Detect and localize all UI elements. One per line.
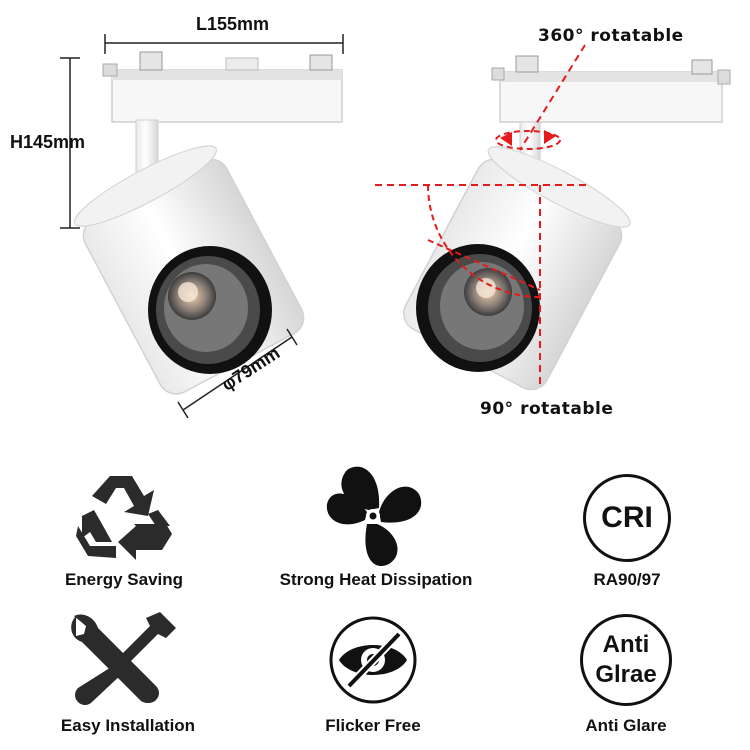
- heat-dissipation-label: Strong Heat Dissipation: [279, 570, 473, 589]
- arrow-left-icon: [500, 132, 512, 146]
- diameter-dimension-line: [177, 328, 298, 419]
- anti-glare-badge: Anti Glrae: [580, 614, 672, 706]
- cri-badge-text: CRI: [601, 501, 653, 534]
- anti-glare-badge-line2: Glrae: [595, 661, 657, 688]
- track-light-right: [403, 55, 731, 391]
- anti-glare-label: Anti Glare: [585, 716, 667, 735]
- cri-badge: CRI: [583, 474, 671, 562]
- vertical-rotation-label: 90° rotatable: [480, 399, 614, 419]
- arrow-right-icon: [544, 130, 556, 144]
- rotation-annotations: [375, 44, 590, 385]
- installation-label: Easy Installation: [60, 716, 196, 735]
- energy-saving-label: Energy Saving: [64, 570, 184, 589]
- product-diagram: [60, 34, 731, 419]
- recycle-icon: [76, 476, 172, 560]
- crossed-eye-icon: [329, 616, 417, 704]
- wrench-screwdriver-icon: [71, 612, 176, 705]
- fan-icon: [326, 466, 422, 566]
- horizontal-rotation-label: 360° rotatable: [538, 26, 684, 46]
- cri-label: RA90/97: [593, 570, 661, 589]
- length-label: L155mm: [196, 14, 270, 34]
- height-label: H145mm: [10, 132, 86, 152]
- anti-glare-badge-line1: Anti: [602, 631, 650, 658]
- height-dimension-line: [60, 57, 80, 229]
- track-light-left: [73, 51, 343, 395]
- flicker-free-label: Flicker Free: [325, 716, 421, 735]
- length-dimension-line: [104, 34, 344, 54]
